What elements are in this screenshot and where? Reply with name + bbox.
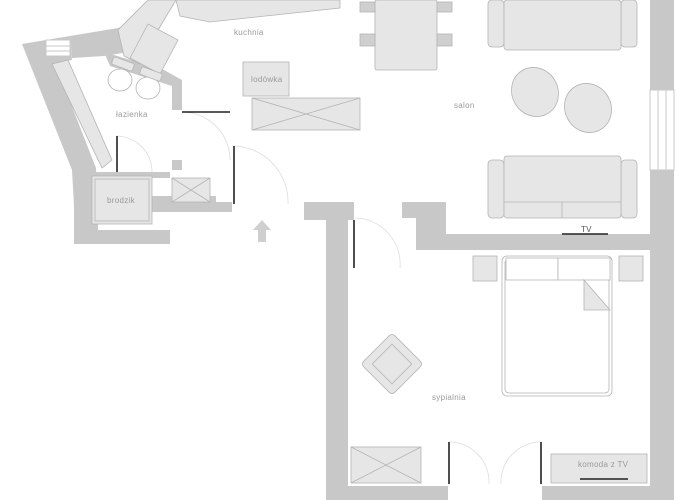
- label-dresser-tv: komoda z TV: [578, 460, 629, 469]
- room-label-bathroom: łazienka: [116, 110, 148, 119]
- window-living: [649, 89, 675, 171]
- furniture: [51, 0, 648, 484]
- entrance-arrow-icon: [253, 220, 271, 242]
- doors: [115, 111, 542, 485]
- room-label-bedroom: sypialnia: [432, 393, 466, 402]
- room-label-kitchen: kuchnia: [234, 28, 264, 37]
- label-shower-tray: brodzik: [107, 196, 135, 205]
- label-fridge: lodówka: [251, 75, 283, 84]
- room-label-living: salon: [454, 101, 475, 110]
- walls: [22, 0, 674, 500]
- label-tv: TV: [581, 225, 592, 234]
- window-bathroom: [45, 39, 71, 57]
- door-leaves: [116, 111, 628, 484]
